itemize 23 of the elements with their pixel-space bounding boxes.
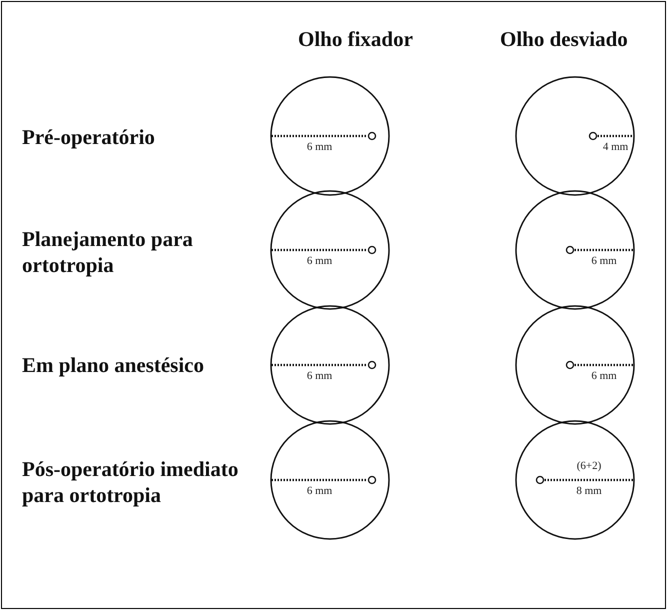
column-header: Olho fixador (298, 26, 414, 52)
measurement-label: 4 mm (602, 141, 630, 154)
row-label: Pré-operatório (22, 124, 156, 150)
measurement-label: 6 mm (306, 141, 334, 154)
measurement-label: 6 mm (590, 255, 618, 268)
measurement-label: 6 mm (590, 370, 618, 383)
measurement-label: 6 mm (306, 370, 334, 383)
measurement-label: 6 mm (306, 255, 334, 268)
eye-circle (515, 76, 635, 196)
eye-circle (515, 305, 635, 425)
eye-circle (515, 420, 635, 540)
eye-circle (270, 76, 390, 196)
row-label: Planejamento para ortotropia (22, 226, 194, 278)
eye-circle (270, 305, 390, 425)
row-label: Em plano anestésico (22, 352, 206, 378)
column-header: Olho desviado (500, 26, 629, 52)
eye-circle (270, 420, 390, 540)
measurement-label: (6+2) (576, 460, 602, 473)
row-label: Pós-operatório imediato para ortotropia (22, 456, 240, 508)
eye-circle (270, 190, 390, 310)
measurement-label: 6 mm (306, 485, 334, 498)
measurement-label: 8 mm (575, 485, 603, 498)
eye-circle (515, 190, 635, 310)
